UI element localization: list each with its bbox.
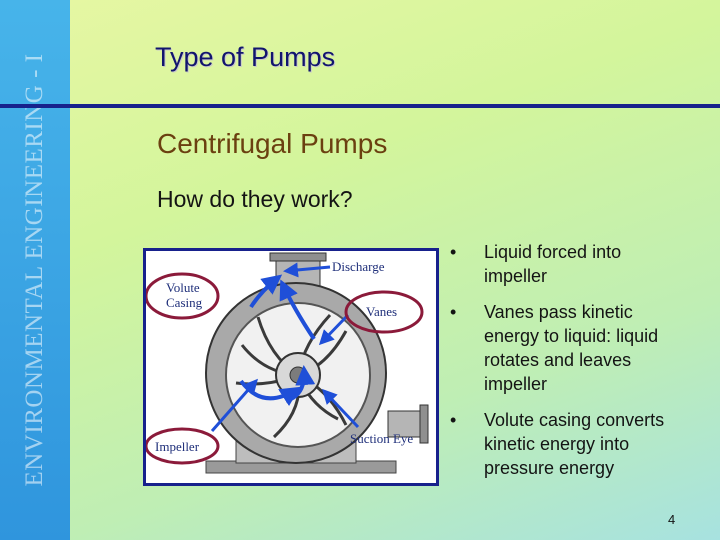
volute-casing-highlight [144,272,220,320]
vanes-highlight [344,290,424,334]
pump-diagram: Volute Casing Discharge Vanes Impeller S… [143,248,439,486]
discharge-flange [269,252,327,262]
label-arrows [210,262,360,432]
bullet-line: pressure energy [484,458,615,478]
slide-subtitle: Centrifugal Pumps [157,128,388,159]
label-casing: Casing [166,295,203,310]
sidebar-course-title: ENVIRONMENTAL ENGINEERING - I [21,53,48,487]
bullet-line: Volute casing converts [484,410,665,430]
label-discharge: Discharge [332,259,385,274]
label-impeller: Impeller [155,439,200,454]
sidebar-band: ENVIRONMENTAL ENGINEERING - I [0,0,70,540]
title-underline [0,104,720,108]
bullet-line: impeller [484,374,548,394]
bullet-item: • Vanes pass kinetic energy to liquid: l… [450,300,712,396]
bullet-marker: • [450,242,457,262]
suction-flange [419,404,429,444]
label-suction-eye: Suction Eye [350,431,413,446]
label-volute: Volute [166,280,200,295]
centrifugal-pump-illustration: Volute Casing Discharge Vanes Impeller S… [144,252,429,474]
bullet-marker: • [450,302,457,322]
bullet-line: impeller [484,266,548,286]
label-vanes: Vanes [366,304,397,319]
slide-title: Type of Pumps [155,42,336,72]
bullet-line: energy to liquid: liquid [484,326,659,346]
bullet-line: rotates and leaves [484,350,632,370]
page-number: 4 [668,512,676,527]
bullet-line: Vanes pass kinetic [484,302,633,322]
bullet-item: • Liquid forced into impeller [450,240,712,288]
bullet-line: Liquid forced into [484,242,622,262]
slide-question: How do they work? [157,186,353,212]
bullet-line: kinetic energy into [484,434,630,454]
bullet-item: • Volute casing converts kinetic energy … [450,408,712,480]
bullet-marker: • [450,410,457,430]
bullet-list: • Liquid forced into impeller • Vanes pa… [450,240,712,492]
impeller-highlight [144,427,220,465]
